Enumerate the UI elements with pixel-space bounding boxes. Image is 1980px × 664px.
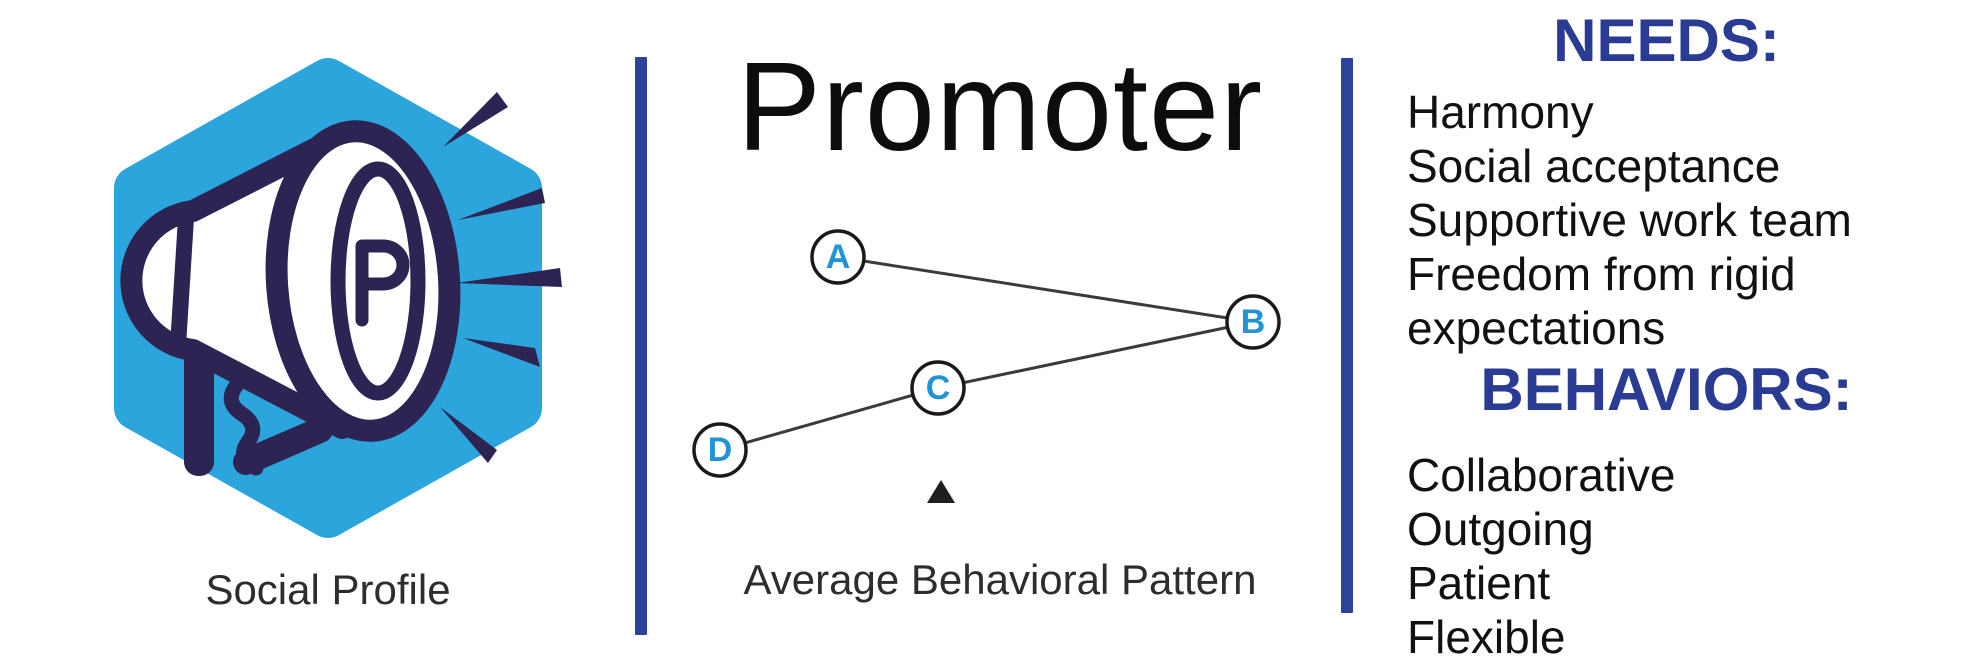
svg-text:D: D [708,431,733,469]
chart-caption: Average Behavioral Pattern [743,556,1257,603]
list-item: Flexible [1407,611,1566,663]
divider-right [1341,58,1353,613]
behavioral-pattern-chart: A B C D [692,229,1281,503]
pattern-node-b: B [1225,294,1281,350]
behaviors-heading: BEHAVIORS: [1480,356,1853,423]
midline-triangle-marker [927,480,955,503]
svg-text:C: C [926,369,951,407]
list-item: Supportive work team [1407,194,1852,246]
pattern-line [937,320,1254,390]
pattern-line [719,386,939,452]
divider-left [635,57,647,635]
list-item: Freedom from rigid [1407,248,1796,300]
needs-heading: NEEDS: [1553,7,1780,74]
svg-text:B: B [1241,303,1266,341]
page-title: Promoter [736,36,1264,177]
sound-wave-icon [440,92,562,463]
left-panel-caption: Social Profile [205,566,451,613]
pattern-line [837,255,1254,324]
pattern-node-d: D [692,422,748,478]
list-item: Collaborative [1407,449,1676,501]
social-profile-icon [114,58,562,538]
megaphone-bell-detail [355,239,410,327]
list-item: expectations [1407,302,1666,354]
pattern-node-a: A [810,229,866,285]
megaphone-mouthpiece-divider [170,210,194,354]
list-item: Outgoing [1407,503,1594,555]
megaphone-handle-brace [233,417,333,475]
svg-text:A: A [826,238,851,276]
pattern-node-c: C [910,360,966,416]
list-item: Patient [1407,557,1551,609]
list-item: Harmony [1407,86,1594,138]
list-item: Social acceptance [1407,140,1781,192]
